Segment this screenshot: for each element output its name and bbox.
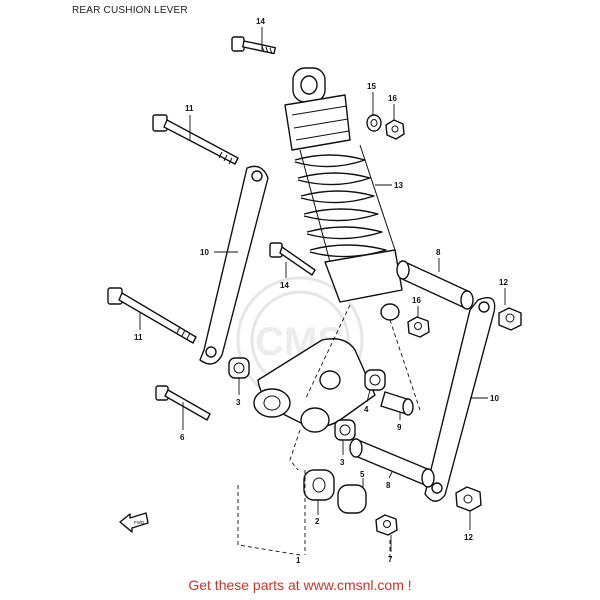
part-8-upper-spacer: [396, 260, 474, 310]
part-14-middle-bolt: [269, 242, 316, 276]
callout-13: 13: [394, 181, 403, 190]
callout-5: 5: [360, 470, 365, 479]
part-10-right-link-rod: [424, 297, 496, 502]
callout-15: 15: [367, 82, 376, 91]
callout-8: 8: [386, 481, 391, 490]
part-5-bushing: [337, 484, 367, 514]
part-6-bolt: [155, 385, 211, 421]
part-16-lower-nut: [407, 316, 430, 338]
part-4-bearing: [364, 369, 386, 391]
part-12-upper-nut: [498, 307, 522, 331]
callout-11: 11: [185, 104, 194, 113]
callout-6: 6: [180, 433, 185, 442]
part-12-lower-nut: [455, 486, 482, 512]
part-16-top-nut: [385, 119, 405, 140]
part-3-left-bearing: [228, 357, 250, 379]
shock-top-eye: [292, 67, 326, 103]
diagram-title: REAR CUSHION LEVER: [72, 5, 188, 16]
callout-16: 16: [388, 94, 397, 103]
callout-labels: 14 15 16 11 13 10 14 8 12 16 11 10 3 4 9…: [134, 17, 508, 565]
part-10-left-link-rod: [199, 165, 269, 365]
callout-7: 7: [388, 555, 393, 564]
part-11-lower-bolt: [107, 287, 197, 344]
callout-12: 12: [499, 278, 508, 287]
footer-parts-link[interactable]: Get these parts at www.cmsnl.com !: [188, 577, 412, 593]
assembly-guide-lines: [237, 304, 421, 560]
callout-14: 14: [256, 17, 265, 26]
part-8-lower-spacer: [349, 438, 435, 488]
callout-12: 12: [464, 533, 473, 542]
callout-10: 10: [490, 394, 499, 403]
callout-11: 11: [134, 333, 143, 342]
part-13-rear-shock: [284, 94, 403, 321]
callout-9: 9: [397, 423, 402, 432]
callout-4: 4: [364, 405, 369, 414]
part-14-top-bolt: [231, 36, 277, 55]
part-7-nut: [375, 514, 398, 536]
front-marker-text: FWD: [134, 520, 145, 525]
callout-2: 2: [315, 517, 320, 526]
callout-14: 14: [280, 281, 289, 290]
leader-lines: [139, 27, 506, 552]
part-11-upper-bolt: [152, 114, 239, 165]
callout-16: 16: [412, 296, 421, 305]
callout-10: 10: [200, 248, 209, 257]
part-9-sleeve: [380, 391, 414, 416]
part-15-washer: [366, 114, 382, 132]
cushion-lever-body: [253, 338, 376, 433]
callout-1: 1: [296, 556, 301, 565]
front-direction-marker: FWD: [119, 512, 149, 533]
part-2-bearing: [303, 469, 335, 501]
callout-3: 3: [340, 458, 345, 467]
callout-8: 8: [436, 248, 441, 257]
callout-3: 3: [236, 398, 241, 407]
part-3-lower-bearing: [334, 419, 356, 441]
